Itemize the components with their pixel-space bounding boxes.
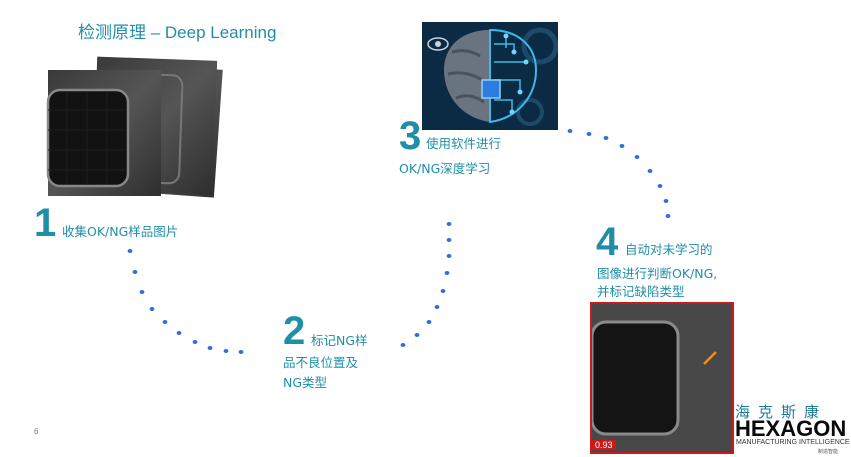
flow-dot [444,271,450,275]
flow-dot [586,132,592,136]
flow-dot [440,289,446,293]
flow-dot [603,136,609,140]
step-4-text-line1: 自动对未学习的 [625,242,713,257]
ai-brain-image [422,22,558,130]
inspection-result-image [590,302,734,454]
flow-dot [426,320,432,324]
flow-dot [414,333,420,337]
step-3-text-line2: OK/NG深度学习 [399,161,491,176]
step-2-text-line3: NG类型 [283,375,328,390]
step-4-text-line2: 图像进行判断OK/NG, [597,266,718,281]
flow-dot [127,249,133,253]
flow-dot [238,350,244,354]
sample-images-stack [46,56,223,198]
defect-frame [590,302,734,454]
flow-dot [400,343,406,347]
flow-dot [446,222,452,226]
flow-dot [663,199,669,203]
flow-dot [176,331,182,335]
flow-dot [567,129,573,133]
flow-dot [132,270,138,274]
confidence-score: 0.93 [592,440,616,450]
flow-dot [647,169,653,173]
step-3-text-line1: 使用软件进行 [426,136,502,151]
page-number: 6 [34,427,39,436]
step-3-number: 3 [399,114,422,158]
slide-title: 检测原理 – Deep Learning [78,23,277,42]
flow-dot [207,346,213,350]
step-4-text-line3: 并标记缺陷类型 [597,284,685,299]
defect-marker [703,351,717,365]
step-1-number: 1 [34,201,57,245]
flow-dot [665,214,671,218]
flow-dot [446,254,452,258]
flow-dot [634,155,640,159]
flow-dot [657,184,663,188]
step-1-text: 收集OK/NG样品图片 [62,224,179,239]
flow-dot [619,144,625,148]
flow-dot [223,349,229,353]
step-2-text-line1: 标记NG样 [311,333,368,348]
step-2-text-line2: 品不良位置及 [283,355,359,370]
logo-chinese: 海克斯康 [735,403,828,421]
flow-dot [149,307,155,311]
step-2-number: 2 [283,309,306,353]
flow-dot [139,290,145,294]
flow-dot [434,305,440,309]
logo-sub: 制造智能 [818,449,839,455]
flow-dot [162,320,168,324]
logo-name: HEXAGON [735,416,847,441]
flow-dot [192,340,198,344]
flow-dot [446,238,452,242]
step-4-number: 4 [596,220,619,264]
logo-tagline: MANUFACTURING INTELLIGENCE [736,439,850,446]
